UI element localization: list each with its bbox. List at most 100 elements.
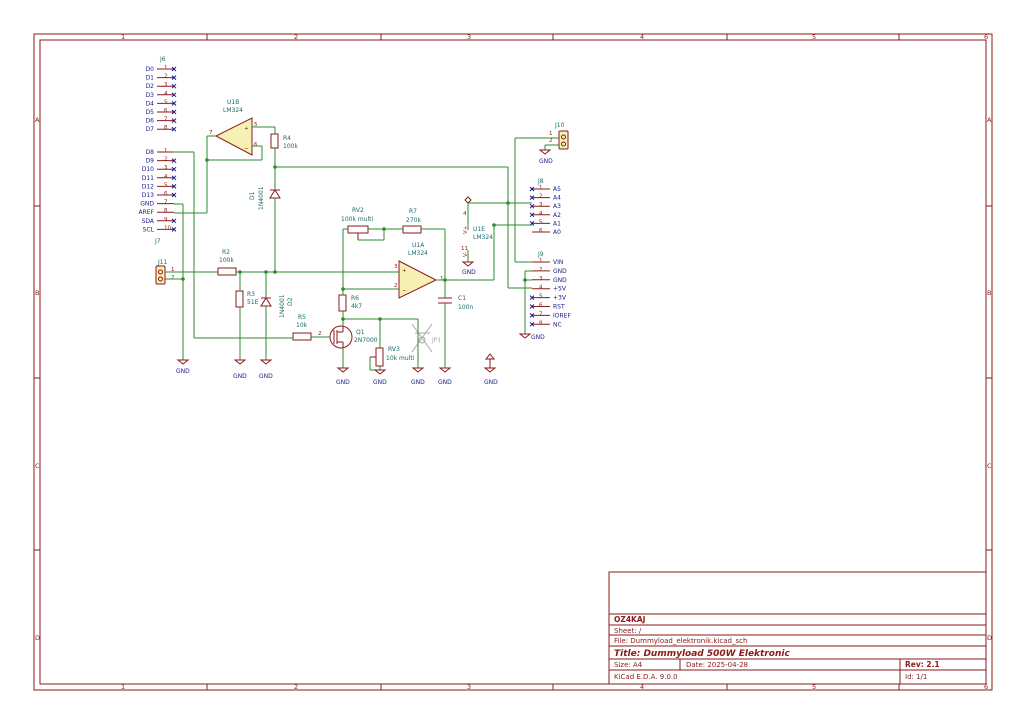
j11-pin2: 2: [171, 275, 175, 281]
gnd-label-5: GND: [373, 379, 387, 386]
ground-symbols: GND GND GND GND GND GND GND GND GND GND: [176, 261, 545, 386]
j8-net-label: A3: [553, 203, 561, 210]
zone-col-3: 3: [467, 33, 471, 41]
u1e-vminus: V-: [463, 252, 469, 257]
zone-row-b: B: [35, 289, 39, 297]
zone-col-3-bottom: 3: [467, 683, 471, 691]
j8-pin-number: 6: [539, 228, 543, 234]
gnd-label-4: GND: [336, 379, 350, 386]
drawing-frame: [33, 33, 993, 691]
capacitor-c1: C1 100n: [438, 295, 473, 311]
j8-net-label: A1: [553, 220, 561, 227]
no-connect-marker: [529, 321, 535, 327]
zone-col-6: 6: [984, 33, 988, 41]
j9-ref: J9: [537, 251, 544, 258]
j8-pin-number: 2: [539, 194, 543, 200]
u1a-pin3: 3: [394, 264, 398, 270]
zone-row-a: A: [35, 116, 40, 124]
zone-col-2: 2: [294, 33, 298, 41]
resistor-r5: R5 10k 2: [292, 314, 322, 341]
j7-pin-number: 10: [164, 225, 171, 231]
gnd-label-7: GND: [438, 379, 452, 386]
zone-row-a-right: A: [987, 116, 992, 124]
j6-pin-number: 1: [164, 65, 168, 71]
j7-pin-number: 3: [164, 165, 168, 171]
j10-ref: J10: [554, 122, 565, 129]
j8-net-label: A5: [553, 186, 561, 193]
j6-net-label: D0: [146, 66, 155, 73]
j9-pin-number: 5: [539, 294, 543, 300]
j7-pin-number: 6: [164, 191, 168, 197]
connector-j11: J11 1 2: [155, 259, 175, 285]
u1a-ref: U1A: [412, 242, 425, 249]
q1-value: 2N7000: [354, 337, 378, 344]
no-connect-marker: [171, 83, 177, 89]
j9-pin-number: 4: [539, 285, 543, 291]
resistor-r3: R3 51E: [235, 290, 259, 308]
j6-net-label: D3: [146, 92, 155, 99]
j6-pin-number: 4: [164, 91, 168, 97]
zone-col-2-bottom: 2: [294, 683, 298, 691]
j7-pin-row: AREF 8: [138, 208, 174, 216]
j9-pin-number: 2: [539, 267, 543, 273]
j8-ref: J8: [537, 178, 544, 185]
j9-pin-number: 7: [539, 311, 543, 317]
r5-value: 10k: [296, 322, 308, 329]
j8-pin-row: A33: [529, 202, 561, 210]
no-connect-marker: [171, 66, 177, 72]
u1b-ref: U1B: [227, 99, 239, 106]
resistor-r4: R4 100k: [270, 133, 298, 150]
potentiometer-rv2: RV2 100k multi: [341, 207, 374, 240]
c1-ref: C1: [458, 295, 466, 302]
no-connect-marker: [171, 227, 177, 232]
no-connect-marker: [171, 166, 177, 172]
u1e-value: LM324: [473, 234, 493, 241]
no-connect-marker: [529, 295, 535, 300]
j8-pin-row: A51: [529, 185, 561, 193]
no-connect-marker: [171, 218, 177, 224]
rv2-ref: RV2: [352, 207, 364, 214]
j7-pin-row: D9 2: [146, 157, 177, 165]
tool-version: KiCad E.D.A. 9.0.0: [614, 673, 678, 681]
j10-gnd-label: GND: [539, 158, 553, 165]
j7-pin-number: 2: [164, 157, 168, 163]
zone-col-6-bottom: 6: [984, 683, 988, 691]
j7-net-label: D12: [142, 183, 154, 190]
d2-value: 1N4001: [279, 294, 286, 318]
file-name: File: Dummyload_elektronik.kicad_sch: [614, 637, 747, 645]
j7-pin-row: D10 3: [142, 165, 177, 173]
r4-ref: R4: [283, 135, 291, 142]
zone-labels: 1 2 3 4 5 6 1 2 3 4 5 6 A B C D A B C D: [35, 33, 992, 691]
svg-text:+: +: [402, 268, 407, 274]
gnd-label-2: GND: [233, 373, 247, 380]
r5-ref: R5: [298, 314, 306, 321]
j7-net-label: D10: [142, 166, 154, 173]
gnd-label-10: GND: [531, 334, 545, 341]
u1e-ref: U1E: [473, 226, 485, 233]
j8-pin-number: 5: [539, 219, 543, 225]
no-connect-marker: [171, 175, 177, 181]
j7-net-label: D9: [146, 158, 155, 165]
gnd-label-3: GND: [259, 373, 273, 380]
j10-pin2: 2: [549, 138, 553, 144]
j9-pin-number: 8: [539, 320, 543, 326]
junctions: [181, 158, 527, 321]
u1a-pin2: 2: [394, 283, 398, 289]
zone-col-5-bottom: 5: [812, 683, 816, 691]
r7-ref: R7: [409, 208, 417, 215]
zone-row-d-right: D: [987, 634, 992, 642]
connector-j10: J10 1 2 GND: [515, 122, 569, 165]
no-connect-marker: [529, 186, 535, 192]
zone-col-5: 5: [812, 33, 816, 41]
j8-pin-number: 4: [539, 211, 543, 217]
d2-ref: D2: [287, 297, 294, 306]
j7-net-label: AREF: [138, 209, 154, 216]
j7-pin-number: 8: [164, 208, 168, 214]
